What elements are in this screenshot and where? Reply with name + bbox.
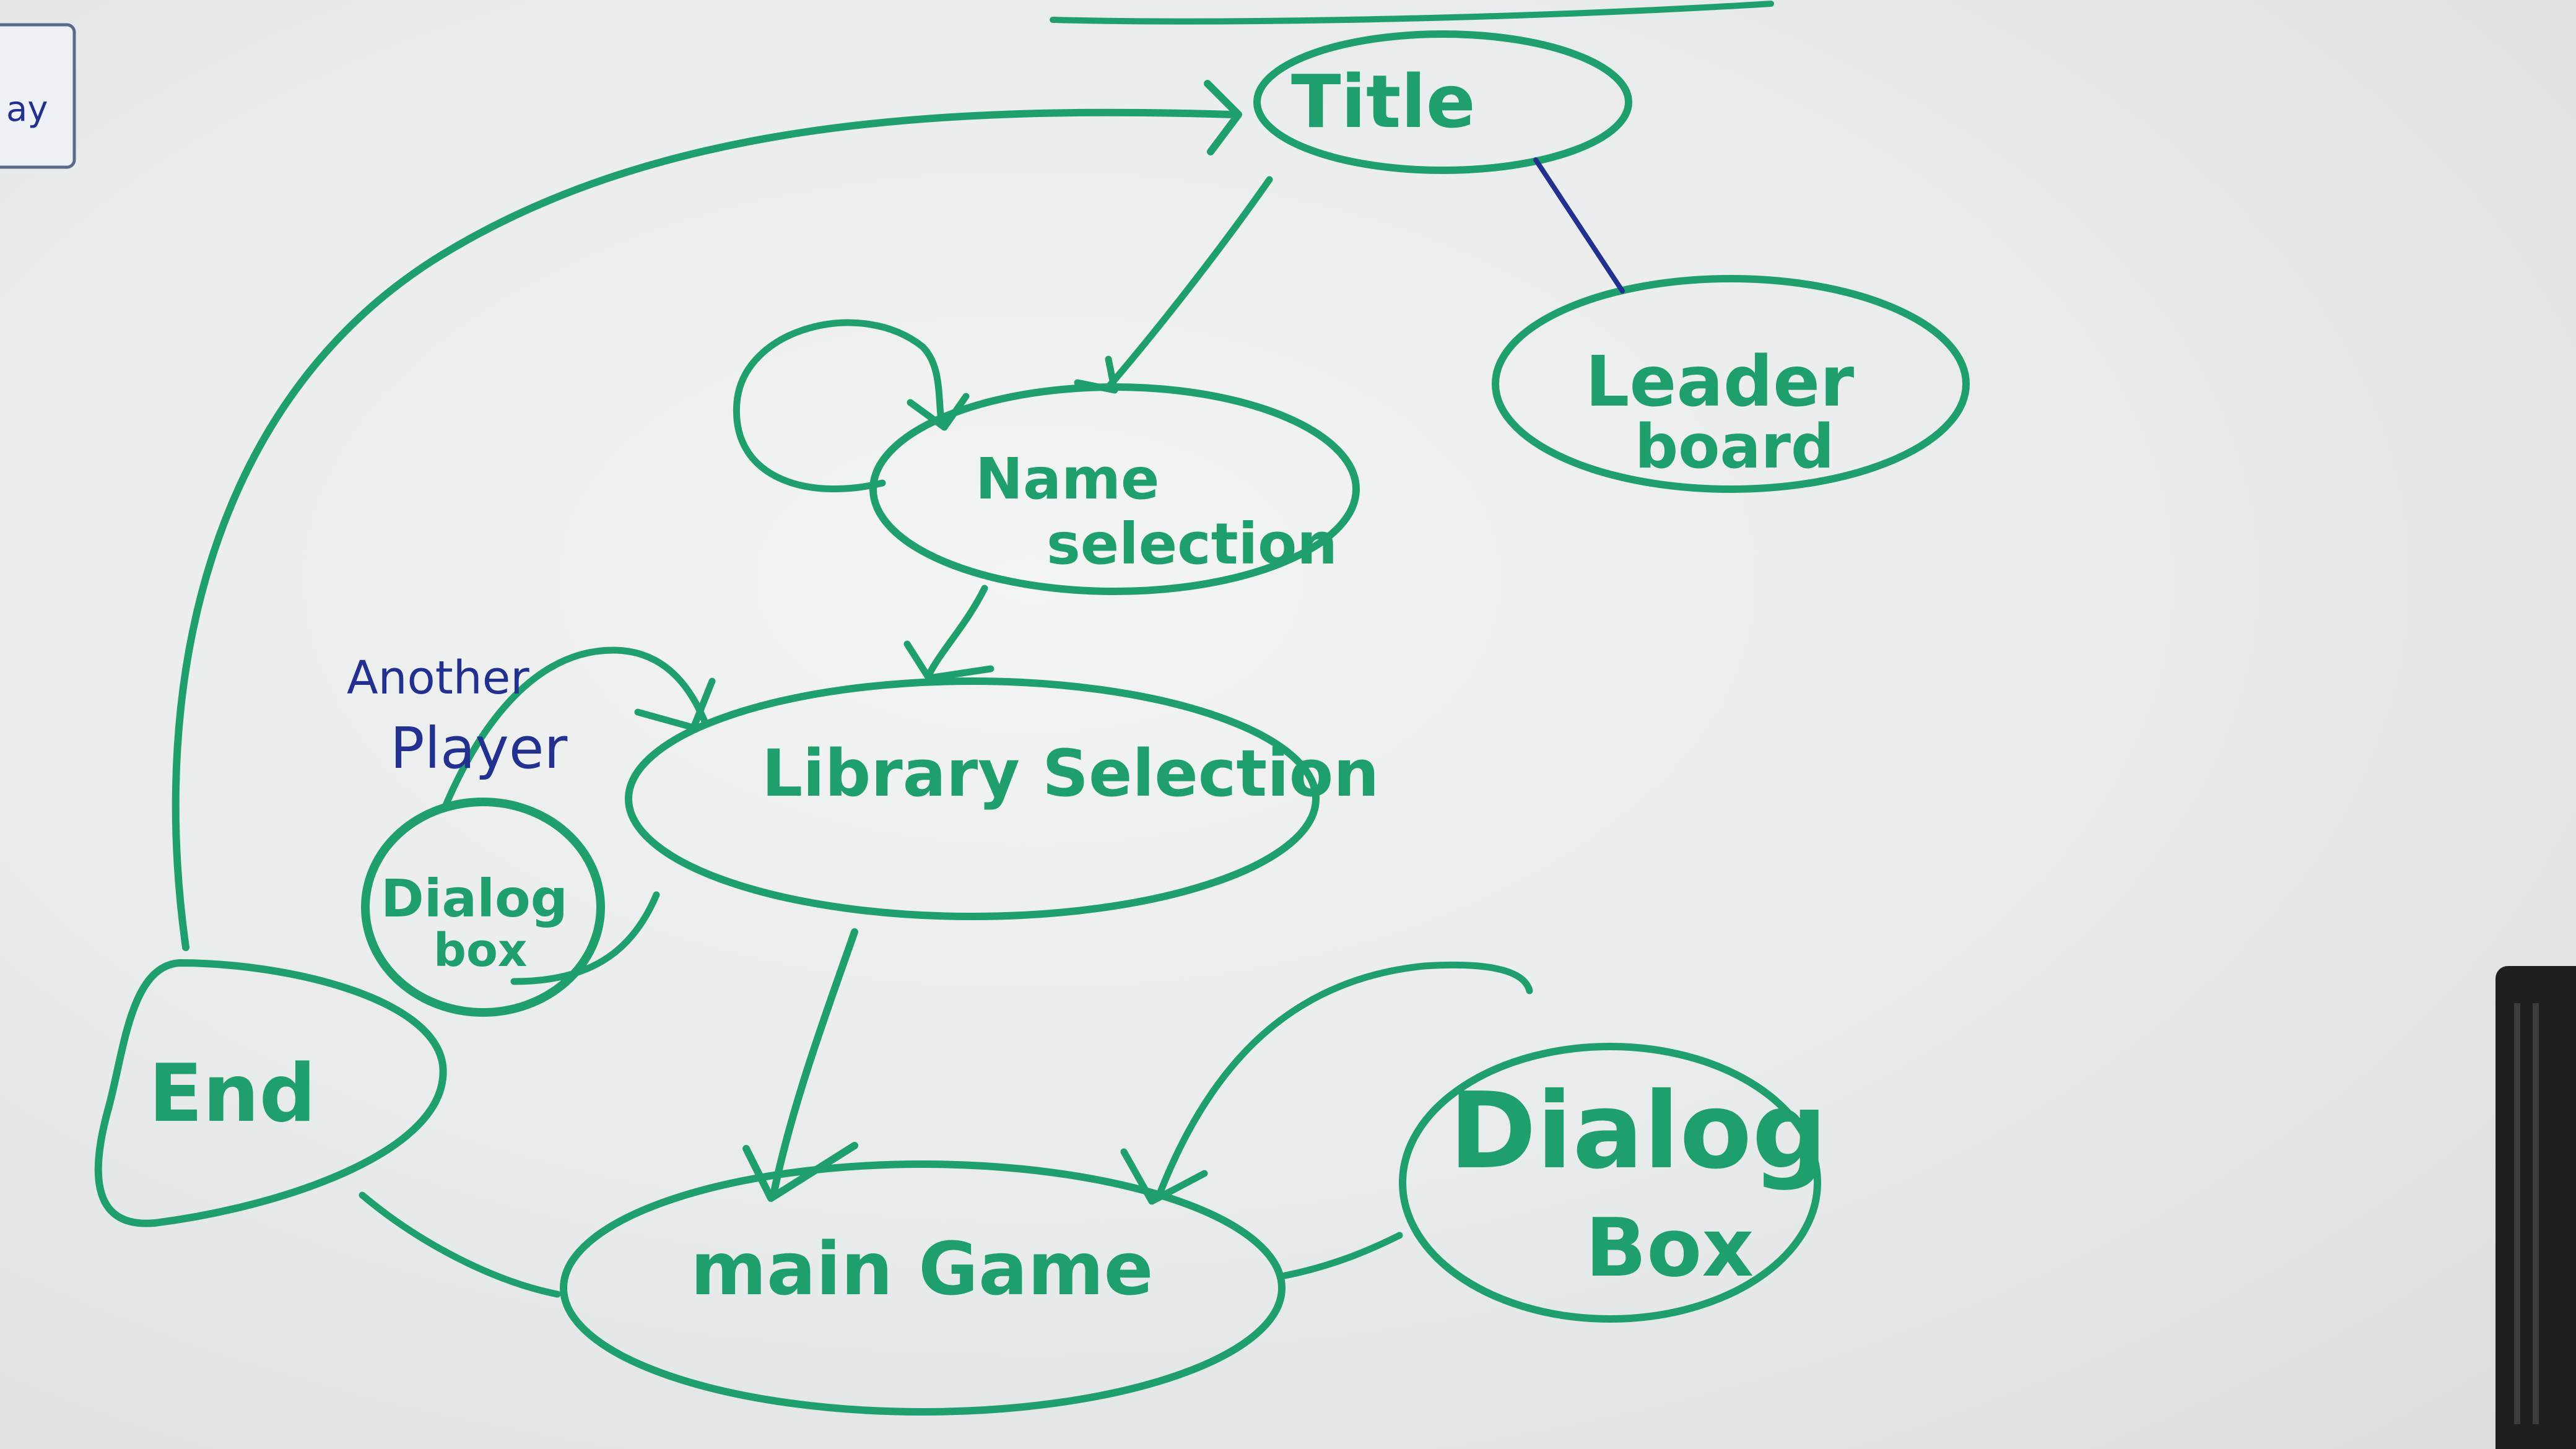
edge-title-to-name-selection (1074, 176, 1273, 394)
main-game-ellipse (560, 1160, 1286, 1416)
dialog-box-large-ellipse (1399, 1043, 1821, 1323)
top-edge-stroke (1050, 1, 1774, 25)
dialog-box-small-label-line1: Dialog (381, 868, 568, 929)
name-selection-label-line2: selection (1046, 511, 1338, 577)
annotation-another-player: Another Player (347, 651, 567, 781)
node-dialog-box-small: Dialog box (361, 798, 605, 1017)
edge-name-selection-self-loop (733, 319, 970, 493)
node-main-game: main Game (560, 1160, 1286, 1416)
end-label: End (149, 1048, 316, 1140)
edge-end-to-title (172, 80, 1242, 951)
node-name-selection: Name selection (869, 383, 1360, 595)
library-selection-ellipse (625, 677, 1320, 920)
node-title: Title (1253, 30, 1632, 174)
dialog-box-large-label-line2: Box (1585, 1201, 1754, 1295)
edge-library-to-main-game (742, 928, 858, 1202)
arrowhead-self-loop (907, 393, 970, 431)
edge-end-to-main-game (359, 1191, 561, 1298)
title-label: Title (1291, 59, 1476, 144)
node-end: End (94, 959, 447, 1227)
arrowhead-title (1204, 80, 1242, 155)
main-game-label: main Game (690, 1226, 1154, 1312)
leaderboard-ellipse (1492, 275, 1970, 493)
edge-name-selection-to-library (903, 585, 994, 682)
title-ellipse (1253, 30, 1632, 174)
node-dialog-box-large: Dialog Box (1399, 1043, 1827, 1323)
corner-note-text: ay (6, 89, 48, 129)
corner-note: ay (0, 23, 76, 169)
dialog-box-small-ellipse (361, 798, 605, 1017)
edge-title-to-leaderboard (1533, 157, 1625, 294)
name-selection-label-line1: Name (975, 446, 1159, 512)
leaderboard-label-line2: board (1635, 412, 1834, 482)
dialog-box-small-label-line2: box (433, 924, 528, 977)
arrowhead-library-from-dialog (634, 677, 716, 731)
end-shape (94, 959, 447, 1227)
arrowhead-name-selection (1074, 355, 1118, 394)
edge-dialog-small-to-library (442, 646, 716, 985)
node-leaderboard: Leader board (1492, 275, 1970, 493)
edge-dialog-large-to-main-game (1120, 961, 1533, 1279)
node-library-selection: Library Selection (625, 677, 1379, 920)
arrowhead-library (903, 640, 994, 682)
another-player-line2: Player (390, 715, 567, 781)
another-player-line1: Another (347, 651, 529, 705)
arrowhead-main-game (742, 1142, 858, 1202)
arrowhead-main-game-from-dialog (1120, 1148, 1208, 1205)
dialog-box-large-label-line1: Dialog (1449, 1070, 1827, 1193)
leaderboard-label-line1: Leader (1585, 342, 1854, 422)
library-selection-label: Library Selection (762, 736, 1379, 811)
device-grille (2514, 1003, 2539, 1424)
